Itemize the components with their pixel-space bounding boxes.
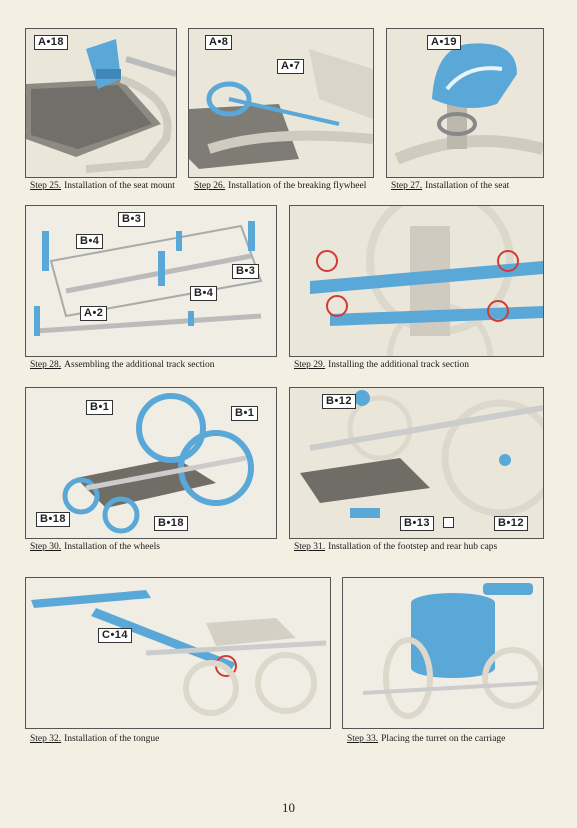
step-28-illustration: B•3 B•4 B•3 B•4 A•2 — [25, 205, 277, 357]
flywheel-drawing — [189, 49, 373, 169]
step-text: Installation of the wheels — [64, 542, 160, 552]
step-number: Step 30. — [30, 542, 62, 552]
part-label: B•4 — [190, 286, 218, 301]
step-text: Installation of the seat mount — [64, 181, 175, 191]
part-label: A•18 — [34, 35, 69, 50]
step-number: Step 26. — [194, 181, 226, 191]
step-text: Assembling the additional track section — [64, 360, 215, 370]
seat-mount-drawing — [26, 39, 176, 173]
step-text: Installation of the seat — [425, 181, 510, 191]
step-number: Step 25. — [30, 181, 62, 191]
step-28-caption: Step 28.Assembling the additional track … — [30, 360, 280, 370]
tongue-drawing — [31, 590, 327, 716]
step-29-illustration — [289, 205, 544, 357]
step-text: Installation of the footstep and rear hu… — [328, 542, 498, 552]
part-label: B•12 — [494, 516, 529, 531]
wheels-drawing — [62, 393, 254, 534]
step-25-caption: Step 25.Installation of the seat mount — [30, 181, 180, 191]
part-label: B•18 — [154, 516, 189, 531]
step-text: Installing the additional track section — [328, 360, 470, 370]
turret-drawing — [362, 583, 543, 719]
step-text: Installation of the tongue — [64, 734, 160, 744]
part-label: A•19 — [427, 35, 462, 50]
step-27-illustration: A•19 — [386, 28, 544, 178]
step-number: Step 29. — [294, 360, 326, 370]
page-number: 10 — [282, 800, 295, 815]
part-label: B•18 — [36, 512, 71, 527]
step-33-caption: Step 33.Placing the turret on the carria… — [347, 734, 567, 744]
part-label: B•1 — [86, 400, 114, 415]
part-label: C•14 — [98, 628, 133, 643]
step-text: Placing the turret on the carriage — [381, 734, 506, 744]
step-number: Step 28. — [30, 360, 62, 370]
part-label: A•7 — [277, 59, 305, 74]
step-32-illustration: C•14 — [25, 577, 331, 729]
hatch-marker-icon — [443, 517, 454, 528]
step-number: Step 32. — [30, 734, 62, 744]
step-number: Step 27. — [391, 181, 423, 191]
step-27-caption: Step 27.Installation of the seat — [391, 181, 551, 191]
part-label: B•3 — [232, 264, 260, 279]
part-label: B•4 — [76, 234, 104, 249]
track-section-drawing — [34, 221, 263, 336]
step-number: Step 31. — [294, 542, 326, 552]
part-label: B•12 — [322, 394, 357, 409]
step-33-illustration — [342, 577, 544, 729]
step-31-illustration: B•12 B•13 B•12 — [289, 387, 544, 539]
step-31-caption: Step 31.Installation of the footstep and… — [294, 542, 554, 552]
part-label: B•13 — [400, 516, 435, 531]
seat-drawing — [394, 43, 543, 165]
step-26-illustration: A•8 A•7 — [188, 28, 374, 178]
part-label: B•3 — [118, 212, 146, 227]
step-number: Step 33. — [347, 734, 379, 744]
installed-track-drawing — [310, 206, 543, 356]
footstep-drawing — [300, 390, 543, 518]
part-label: A•8 — [205, 35, 233, 50]
step-text: Installation of the breaking flywheel — [228, 181, 367, 191]
step-30-caption: Step 30.Installation of the wheels — [30, 542, 280, 552]
step-26-caption: Step 26.Installation of the breaking fly… — [194, 181, 384, 191]
part-label: A•2 — [80, 306, 108, 321]
step-29-caption: Step 29.Installing the additional track … — [294, 360, 547, 370]
step-32-caption: Step 32.Installation of the tongue — [30, 734, 330, 744]
part-label: B•1 — [231, 406, 259, 421]
step-30-illustration: B•1 B•1 B•18 B•18 — [25, 387, 277, 539]
step-25-illustration: A•18 — [25, 28, 177, 178]
